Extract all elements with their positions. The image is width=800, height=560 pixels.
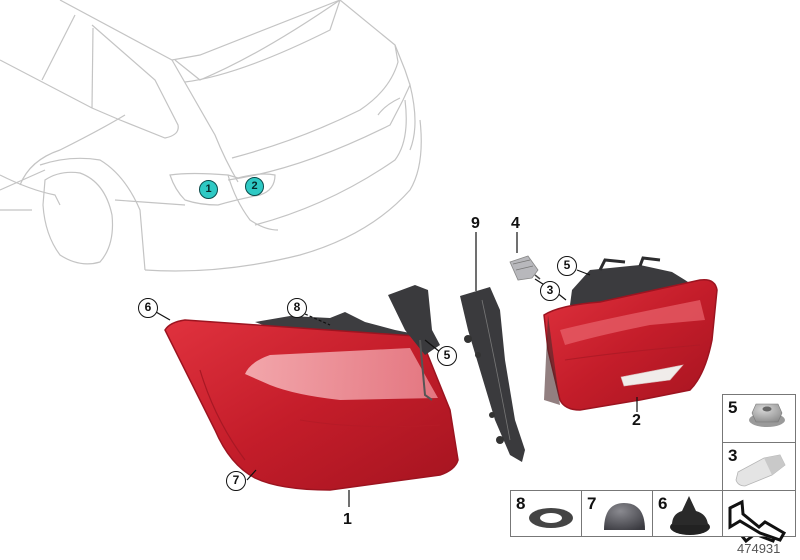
part-number-2[interactable]: 2	[632, 412, 641, 429]
legend-cell-arrow[interactable]	[722, 490, 796, 537]
legend-num-6: 6	[658, 494, 668, 513]
locator-callout-1[interactable]: 1	[199, 180, 218, 199]
locator-callout-2[interactable]: 2	[245, 177, 264, 196]
part-number-9[interactable]: 9	[471, 215, 480, 232]
inner-light-housing	[570, 256, 700, 305]
legend-cell-bulb[interactable]: 3	[722, 442, 796, 490]
bulb-holder-part-4	[509, 255, 541, 281]
callout-3[interactable]: 3	[540, 281, 560, 301]
outer-tail-light-part-1	[164, 319, 459, 491]
bracket-near-outer-light	[388, 285, 440, 401]
legend-cell-grommet[interactable]: 6	[652, 490, 722, 537]
carrier-part-9	[460, 287, 525, 462]
legend-num-5: 5	[728, 398, 738, 417]
callout-5-inner[interactable]: 5	[557, 256, 577, 276]
legend-cell-washer[interactable]: 8	[510, 490, 581, 537]
part-number-4[interactable]: 4	[511, 215, 520, 232]
callout-8[interactable]: 8	[287, 298, 307, 318]
legend-cell-cap[interactable]: 7	[581, 490, 652, 537]
vehicle-outline	[0, 0, 422, 272]
callout-7[interactable]: 7	[226, 471, 246, 491]
part-number-1[interactable]: 1	[343, 511, 352, 528]
legend-num-3: 3	[728, 446, 738, 465]
inner-tail-light-part-2	[543, 278, 718, 411]
callout-5-outer[interactable]: 5	[437, 346, 457, 366]
callout-6[interactable]: 6	[138, 298, 158, 318]
legend-num-8: 8	[516, 494, 526, 513]
figure-id: 474931	[737, 541, 781, 556]
legend-cell-nut[interactable]: 5	[722, 394, 796, 442]
legend-num-7: 7	[587, 494, 597, 513]
